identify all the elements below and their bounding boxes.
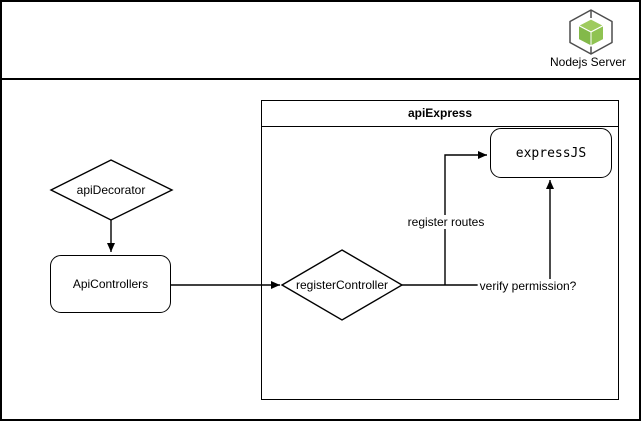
api-express-title: apiExpress [262, 101, 618, 127]
edge-label-register-routes: register routes [405, 215, 487, 229]
express-js-node: expressJS [490, 128, 612, 178]
nodejs-server-label: Nodejs Server [549, 55, 627, 69]
register-controller-label: registerController [295, 278, 389, 292]
nodejs-cube-icon [569, 9, 613, 55]
register-controller-shape [280, 249, 404, 321]
edge-register-to-express-verify [402, 180, 554, 286]
edge-register-to-express-routes [444, 151, 487, 285]
api-decorator-shape [49, 159, 174, 221]
edge-label-verify-permission: verify permission? [477, 279, 579, 293]
api-decorator-label: apiDecorator [76, 183, 146, 197]
express-js-label: expressJS [515, 145, 587, 161]
header-divider [0, 78, 641, 80]
api-controllers-node: ApiControllers [50, 255, 171, 313]
api-controllers-label: ApiControllers [72, 277, 149, 291]
